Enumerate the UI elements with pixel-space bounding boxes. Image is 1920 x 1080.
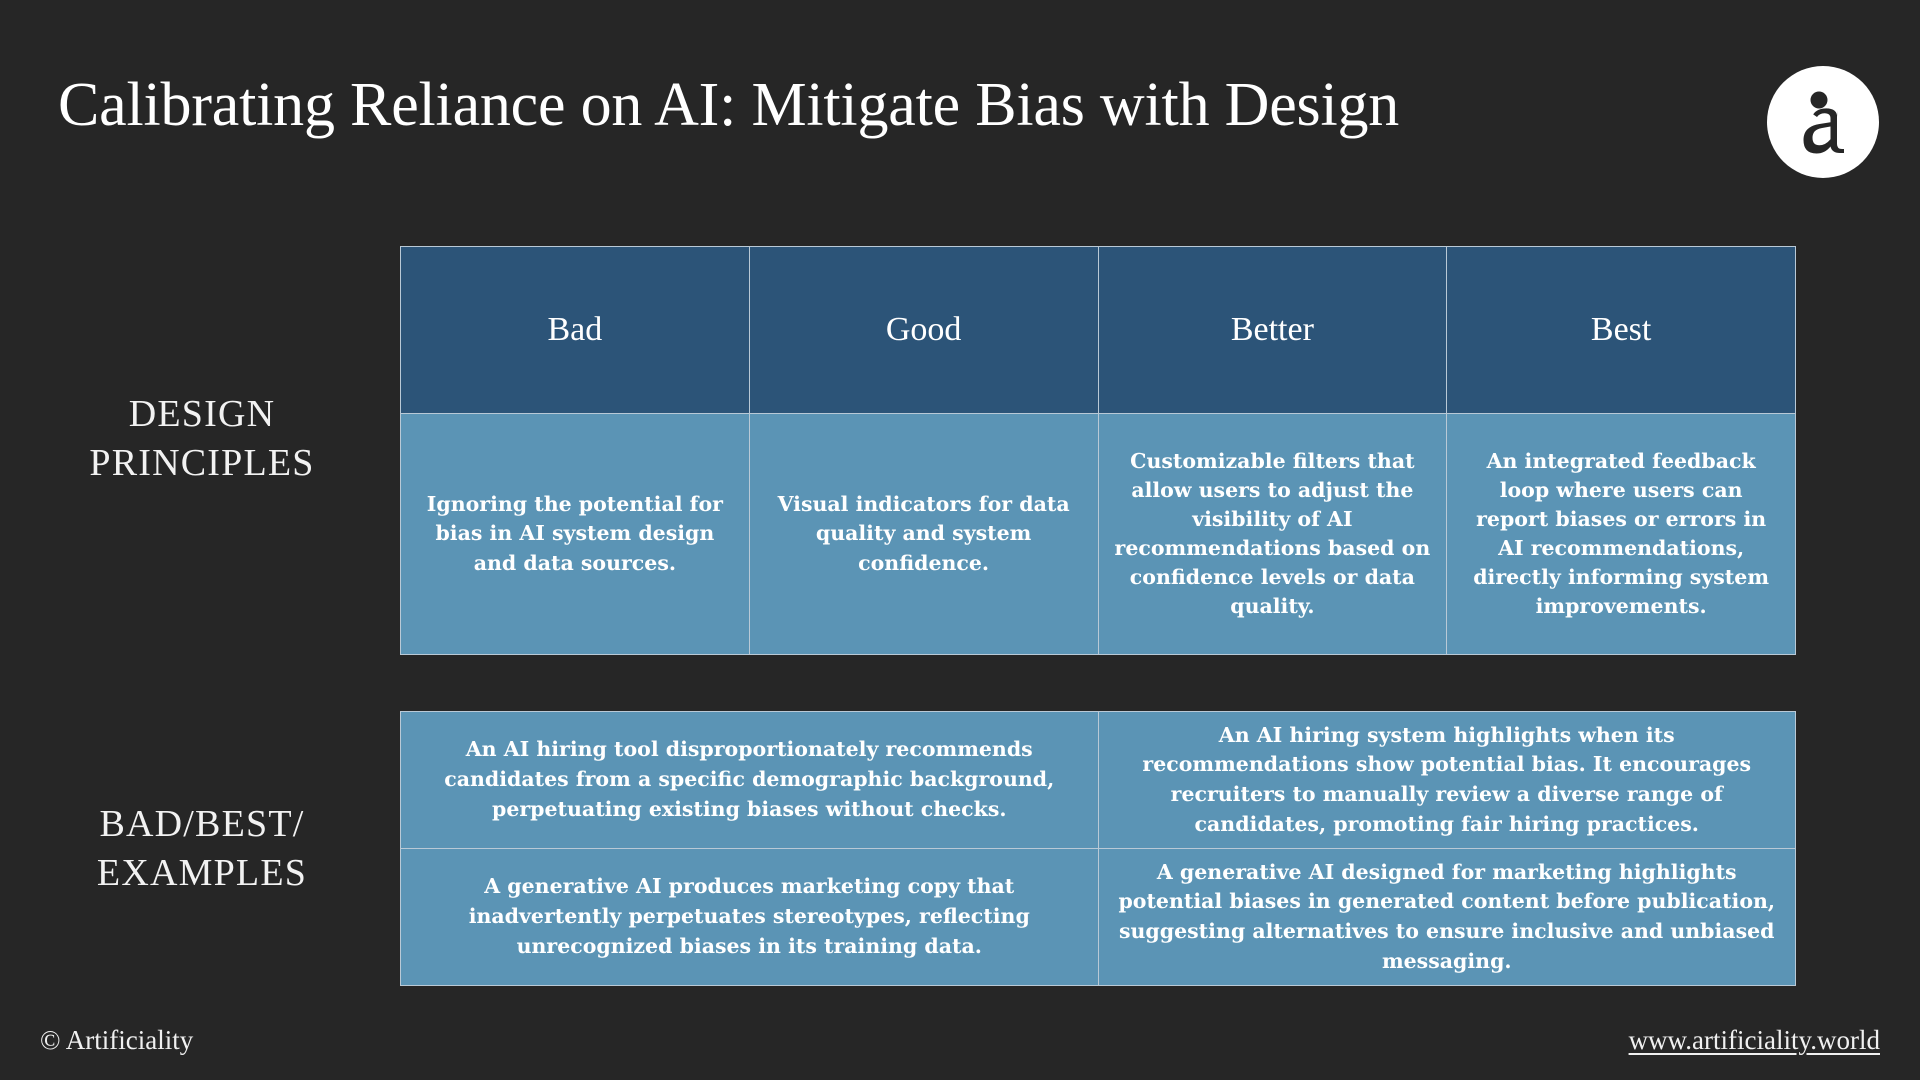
page-title: Calibrating Reliance on AI: Mitigate Bia… xyxy=(58,71,1400,139)
column-header-good: Good xyxy=(748,246,1099,414)
design-principle-good: Visual indicators for data quality and s… xyxy=(748,413,1099,655)
table-row: An AI hiring tool disproportionately rec… xyxy=(400,711,1796,849)
example-marketing-bad: A generative AI produces marketing copy … xyxy=(400,848,1099,986)
slide-header: Calibrating Reliance on AI: Mitigate Bia… xyxy=(0,0,1920,215)
design-principle-best: An integrated feedback loop where users … xyxy=(1446,413,1796,655)
row-label-design-principles-line2: PRINCIPLES xyxy=(89,441,315,484)
design-principle-bad: Ignoring the potential for bias in AI sy… xyxy=(400,413,750,655)
row-label-bad-best-examples: BAD/BEST/ EXAMPLES xyxy=(22,800,382,897)
row-label-bad-best-examples-line2: EXAMPLES xyxy=(96,851,308,894)
table-header-row: Bad Good Better Best xyxy=(400,246,1796,414)
row-label-design-principles-line1: DESIGN xyxy=(128,393,276,435)
example-hiring-bad: An AI hiring tool disproportionately rec… xyxy=(400,711,1099,849)
row-label-design-principles: DESIGN PRINCIPLES xyxy=(22,390,382,487)
design-principle-better: Customizable filters that allow users to… xyxy=(1097,413,1448,655)
column-header-best: Best xyxy=(1446,246,1796,414)
example-marketing-best: A generative AI designed for marketing h… xyxy=(1097,848,1796,986)
table-row: Ignoring the potential for bias in AI sy… xyxy=(400,413,1796,655)
examples-table: An AI hiring tool disproportionately rec… xyxy=(400,711,1796,986)
example-hiring-best: An AI hiring system highlights when its … xyxy=(1097,711,1796,849)
design-principles-table: Bad Good Better Best Ignoring the potent… xyxy=(400,246,1796,655)
column-header-bad: Bad xyxy=(400,246,750,414)
footer-website-link[interactable]: www.artificiality.world xyxy=(1628,1025,1880,1055)
column-header-better: Better xyxy=(1097,246,1448,414)
artificiality-a-logo-icon xyxy=(1767,66,1879,178)
row-label-bad-best-examples-line1: BAD/BEST/ xyxy=(99,803,305,845)
table-row: A generative AI produces marketing copy … xyxy=(400,848,1796,986)
footer-copyright: © Artificiality xyxy=(40,1025,194,1055)
